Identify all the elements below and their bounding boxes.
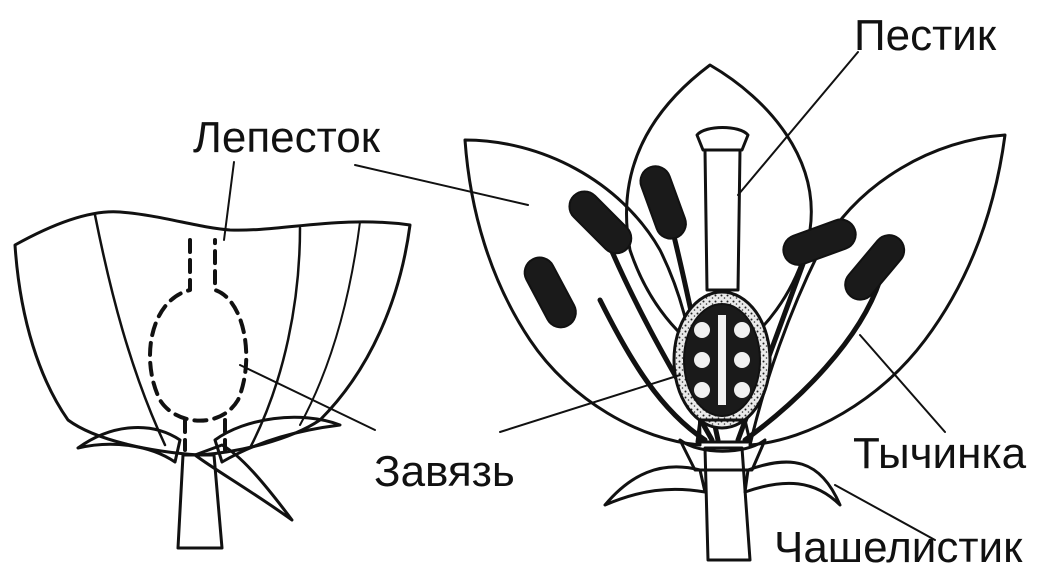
ovule	[694, 382, 710, 398]
style	[705, 150, 740, 290]
right-sepal-right	[745, 462, 840, 505]
ovule	[734, 382, 750, 398]
closed-flower	[15, 212, 410, 548]
stamen-anther	[779, 215, 860, 269]
pistil-leader	[738, 52, 858, 195]
label-ovary: Завязь	[374, 447, 515, 496]
left-petal-fold-2	[250, 228, 300, 448]
open-flower-section	[465, 65, 1005, 560]
label-sepal: Чашелистик	[774, 523, 1023, 571]
label-stamen: Тычинка	[853, 429, 1027, 478]
stamen-anther	[636, 162, 690, 243]
ovule	[694, 322, 710, 338]
right-stem	[705, 448, 750, 560]
stamen-leader	[860, 335, 945, 432]
ovule	[734, 322, 750, 338]
stamen-anther	[519, 252, 581, 332]
petal-leader-left	[224, 162, 234, 240]
ovule	[734, 352, 750, 368]
ovule-septum	[718, 315, 726, 405]
left-petal-fold-3	[300, 222, 360, 425]
label-pistil: Пестик	[854, 11, 997, 60]
stigma	[697, 128, 748, 151]
left-hidden-pistil	[150, 240, 246, 421]
ovule	[694, 352, 710, 368]
right-sepal-left	[605, 467, 705, 505]
petal-leader-right	[355, 165, 528, 205]
label-petal: Лепесток	[193, 113, 381, 162]
ovary-leader-right	[500, 375, 680, 432]
